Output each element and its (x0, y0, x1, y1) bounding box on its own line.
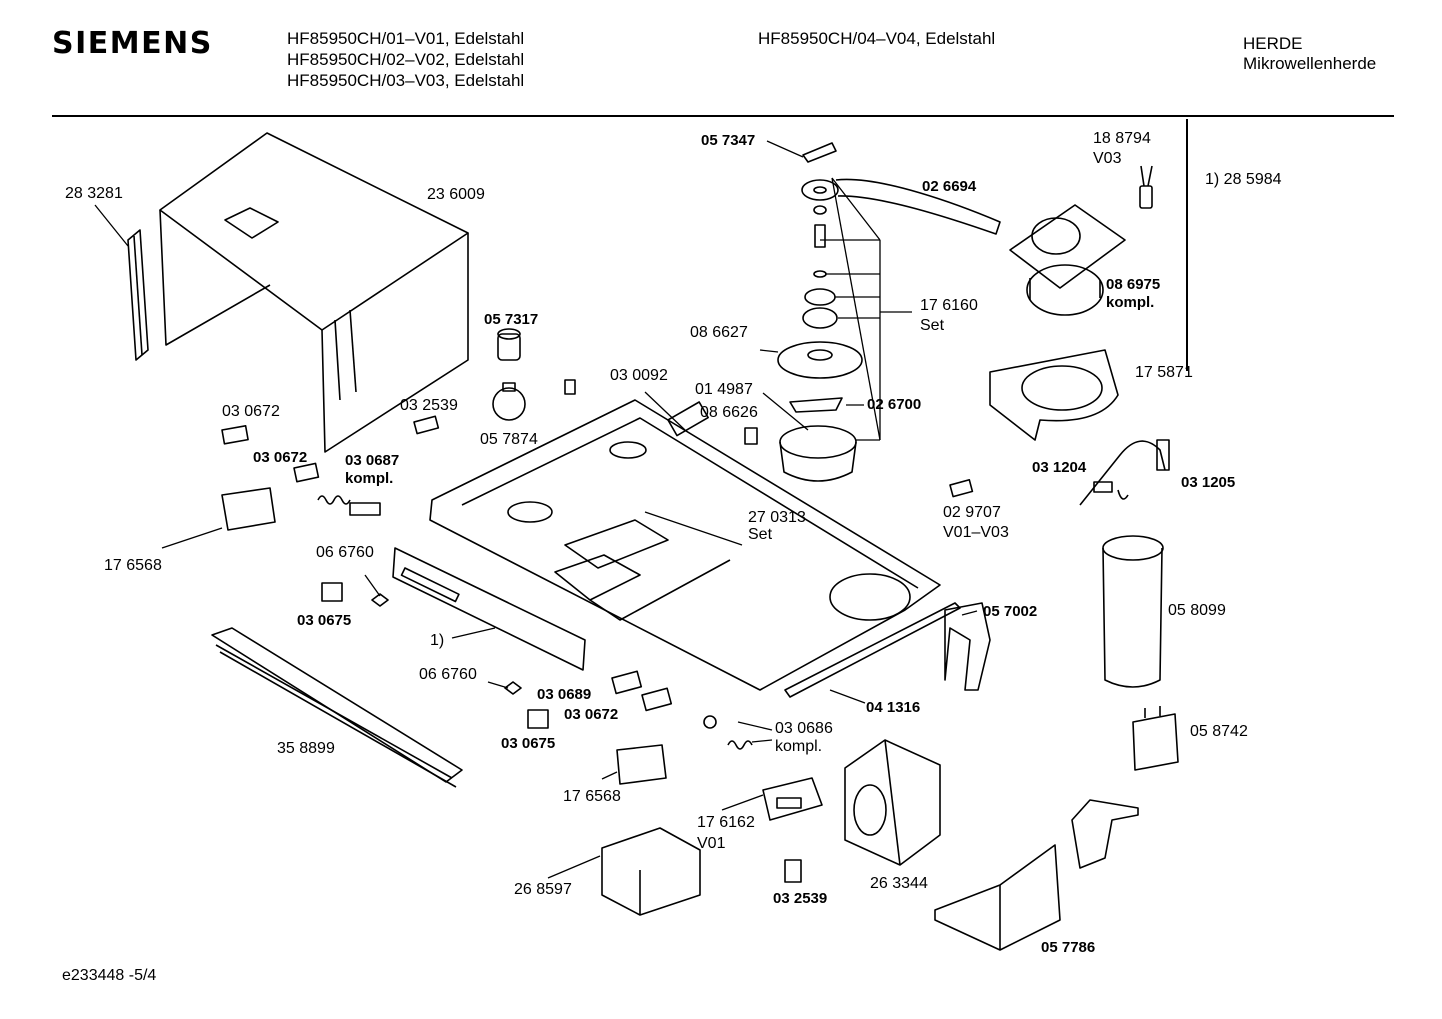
stirrer-assembly (777, 142, 863, 482)
drive-belt (835, 178, 1001, 235)
label-05-8742: 05 8742 (1190, 723, 1248, 740)
label-03-0686: 03 0686 (775, 720, 833, 737)
label-27-0313: 27 0313 (748, 509, 806, 526)
label-03-2539-a: 03 2539 (400, 397, 458, 414)
label-17-6568-a: 17 6568 (104, 557, 162, 574)
label-08-6627: 08 6627 (690, 324, 748, 341)
hv-capacitor (1102, 535, 1164, 688)
base-plate (429, 399, 941, 691)
label-05-7786: 05 7786 (1041, 939, 1096, 956)
category: HERDE (1243, 34, 1303, 53)
lamp-bulb (492, 382, 526, 421)
label-03-0672-b: 03 0672 (253, 449, 308, 466)
model-line: HF85950CH/02–V02, Edelstahl (287, 50, 525, 69)
mount-bracket (1071, 799, 1139, 869)
label-05-7347: 05 7347 (701, 132, 756, 149)
lamp-socket (497, 328, 521, 361)
label-06-6760-b: 06 6760 (419, 666, 477, 683)
capacitor-small (1139, 165, 1153, 209)
label-set: Set (920, 317, 945, 334)
label-05-7874: 05 7874 (480, 431, 538, 448)
model-line: HF85950CH/01–V01, Edelstahl (287, 29, 525, 48)
model-list: HF85950CH/01–V01, Edelstahl HF85950CH/02… (287, 28, 524, 91)
switch-parts (221, 379, 974, 883)
note-divider (1186, 119, 1188, 371)
label-06-6760-a: 06 6760 (316, 544, 374, 561)
label-17-5871: 17 5871 (1135, 364, 1193, 381)
clips (371, 593, 522, 695)
label-kompl-2: kompl. (345, 470, 394, 487)
label-05-7002: 05 7002 (983, 603, 1038, 620)
brand-logo: SIEMENS (52, 26, 213, 61)
document-id: e233448 -5/4 (62, 967, 157, 984)
label-03-2539-b: 03 2539 (773, 890, 828, 907)
housing-cover (159, 132, 469, 453)
label-kompl: kompl. (1106, 294, 1155, 311)
timer-module (762, 777, 823, 821)
label-18-8794: 18 8794 (1093, 130, 1151, 147)
label-03-0689: 03 0689 (537, 686, 592, 703)
label-08-6626: 08 6626 (700, 404, 758, 421)
label-05-8099: 05 8099 (1168, 602, 1226, 619)
side-strip (127, 229, 149, 361)
base-bracket (934, 844, 1061, 951)
label-02-6694: 02 6694 (922, 178, 977, 195)
relay-block (1132, 706, 1179, 771)
label-v03: V03 (1093, 150, 1122, 167)
label-17-6568-b: 17 6568 (563, 788, 621, 805)
front-strip (392, 547, 586, 671)
label-03-1204: 03 1204 (1032, 459, 1087, 476)
label-02-6700: 02 6700 (867, 396, 922, 413)
header-divider (52, 115, 1394, 117)
model-line: HF85950CH/03–V03, Edelstahl (287, 71, 525, 90)
label-kompl-3: kompl. (775, 738, 823, 755)
springs (317, 495, 753, 750)
label-03-0092: 03 0092 (610, 367, 668, 384)
transformer (844, 739, 941, 866)
label-04-1316: 04 1316 (866, 699, 921, 716)
label-05-7317: 05 7317 (484, 311, 539, 328)
label-v01-v03: V01–V03 (943, 524, 1009, 541)
fan-motor (1009, 204, 1126, 316)
label-03-1205: 03 1205 (1181, 474, 1236, 491)
label-28-3281: 28 3281 (65, 185, 123, 202)
label-23-6009: 23 6009 (427, 186, 485, 203)
label-17-6162: 17 6162 (697, 814, 755, 831)
bracket (944, 602, 991, 691)
label-03-0672-a: 03 0672 (222, 403, 280, 420)
model-v04: HF85950CH/04–V04, Edelstahl (758, 29, 996, 48)
leader-lines (94, 140, 978, 879)
label-03-0672-c: 03 0672 (564, 706, 619, 723)
subcategory: Mikrowellenherde (1243, 54, 1377, 73)
label-08-6975: 08 6975 (1106, 276, 1161, 293)
fan-housing (989, 349, 1119, 441)
label-02-9707: 02 9707 (943, 504, 1001, 521)
label-17-6160: 17 6160 (920, 297, 978, 314)
label-03-0675-b: 03 0675 (501, 735, 556, 752)
thermal-fuse-cable (1079, 439, 1170, 506)
door-seal-strip (211, 627, 463, 788)
label-26-3344: 26 3344 (870, 875, 928, 892)
label-01-4987: 01 4987 (695, 381, 753, 398)
rail (784, 602, 961, 698)
label-26-8597: 26 8597 (514, 881, 572, 898)
label-03-0675-a: 03 0675 (297, 612, 352, 629)
interlock-switch (221, 487, 667, 785)
label-note-1: 1) (430, 632, 445, 649)
magnetron (601, 827, 701, 916)
note-1-28-5984: 1) 28 5984 (1205, 171, 1282, 188)
label-set-2: Set (748, 526, 773, 543)
label-35-8899: 35 8899 (277, 740, 335, 757)
label-v01: V01 (697, 835, 726, 852)
label-03-0687: 03 0687 (345, 452, 400, 469)
